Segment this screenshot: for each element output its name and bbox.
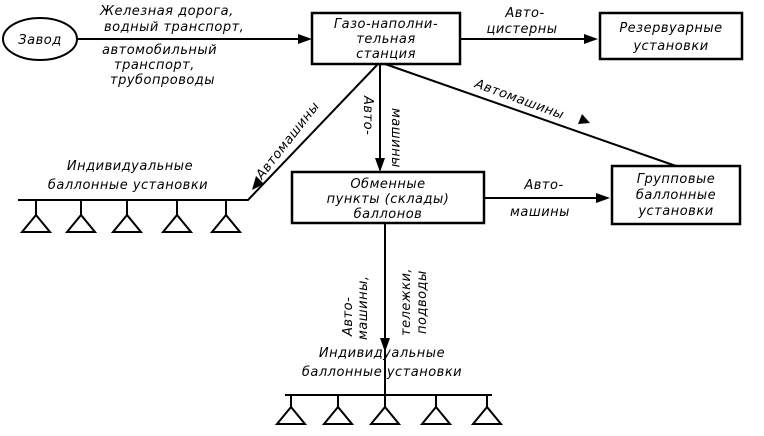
arrowhead-station-reservoir: [584, 34, 598, 44]
node-exchange-label-2: пункты (склады): [327, 192, 450, 207]
node-individual-left-label-1: Индивидуальные: [67, 159, 193, 174]
edge-label-station-exchange-1: Авто-: [360, 95, 375, 135]
arrowhead-factory-station: [298, 34, 312, 44]
node-group-label-2: баллонные: [636, 188, 716, 203]
edge-label-exchange-bottom-right-2: подводы: [415, 270, 430, 334]
cylinder-icon: [470, 395, 504, 425]
node-factory-label: Завод: [18, 33, 61, 48]
node-exchange-label-3: баллонов: [354, 207, 423, 222]
cylinder-icon: [368, 395, 402, 425]
cylinder-icon: [321, 395, 355, 425]
cylinder-icon: [419, 395, 453, 425]
arrowhead-exchange-group: [596, 193, 610, 203]
arrowhead-station-exchange: [375, 158, 385, 172]
arrowhead-station-group: [578, 114, 590, 124]
node-reservoir: [598, 11, 744, 61]
node-reservoir-label-1: Резервуарные: [619, 21, 722, 36]
edge-label-tanker-2: цистерны: [486, 22, 557, 37]
node-factory: [2, 17, 78, 61]
cylinder-icon: [209, 200, 243, 233]
cylinder-icon: [274, 395, 308, 425]
edge-label-road-pipe-2: транспорт,: [114, 58, 195, 73]
edge-station-individual-left: [18, 63, 379, 201]
edge-label-road-pipe-1: автомобильный: [102, 43, 217, 58]
node-group-label-1: Групповые: [637, 172, 716, 187]
cylinder-icon: [19, 200, 53, 233]
edge-label-rail-water-2: водный транспорт,: [104, 20, 244, 35]
individual-bottom-cylinders: [274, 395, 504, 425]
edge-label-station-exchange-2: машины: [388, 108, 403, 168]
node-individual-bottom-label-2: баллонные установки: [302, 365, 462, 380]
edge-label-exchange-bottom-left-2: машины,: [356, 275, 371, 340]
cylinder-icon: [110, 200, 144, 233]
cylinder-icon: [64, 200, 98, 233]
edge-label-station-individual: Автомашины: [253, 99, 323, 183]
arrowhead-exchange-bottom: [380, 338, 390, 352]
edge-label-rail-water-1: Железная дорога,: [99, 4, 234, 19]
edge-label-exchange-bottom-left-1: Авто-: [341, 297, 356, 337]
individual-left-cylinders: [19, 200, 243, 233]
node-gas-station: [310, 11, 462, 66]
node-reservoir-label-2: установки: [632, 39, 708, 54]
node-gas-station-label-3: станция: [356, 47, 416, 62]
edge-label-exchange-group-1: Авто-: [523, 178, 563, 193]
node-exchange: [290, 170, 486, 225]
node-group-label-3: установки: [637, 204, 713, 219]
node-gas-station-label-1: Газо-наполни-: [334, 17, 438, 32]
edge-station-group: [384, 63, 677, 167]
arrowhead-station-individual-left: [252, 176, 264, 190]
edge-label-exchange-bottom-right-1: тележки,: [399, 268, 414, 336]
node-individual-left-label-2: баллонные установки: [48, 178, 208, 193]
node-exchange-label-1: Обменные: [350, 177, 425, 192]
node-gas-station-label-2: тельная: [356, 32, 415, 47]
node-individual-bottom-label-1: Индивидуальные: [319, 346, 445, 361]
node-group: [610, 164, 742, 226]
edge-label-tanker-1: Авто-: [504, 6, 544, 21]
edge-label-exchange-group-2: машины: [510, 205, 570, 220]
edge-label-road-pipe-3: трубопроводы: [110, 73, 215, 88]
cylinder-icon: [160, 200, 194, 233]
